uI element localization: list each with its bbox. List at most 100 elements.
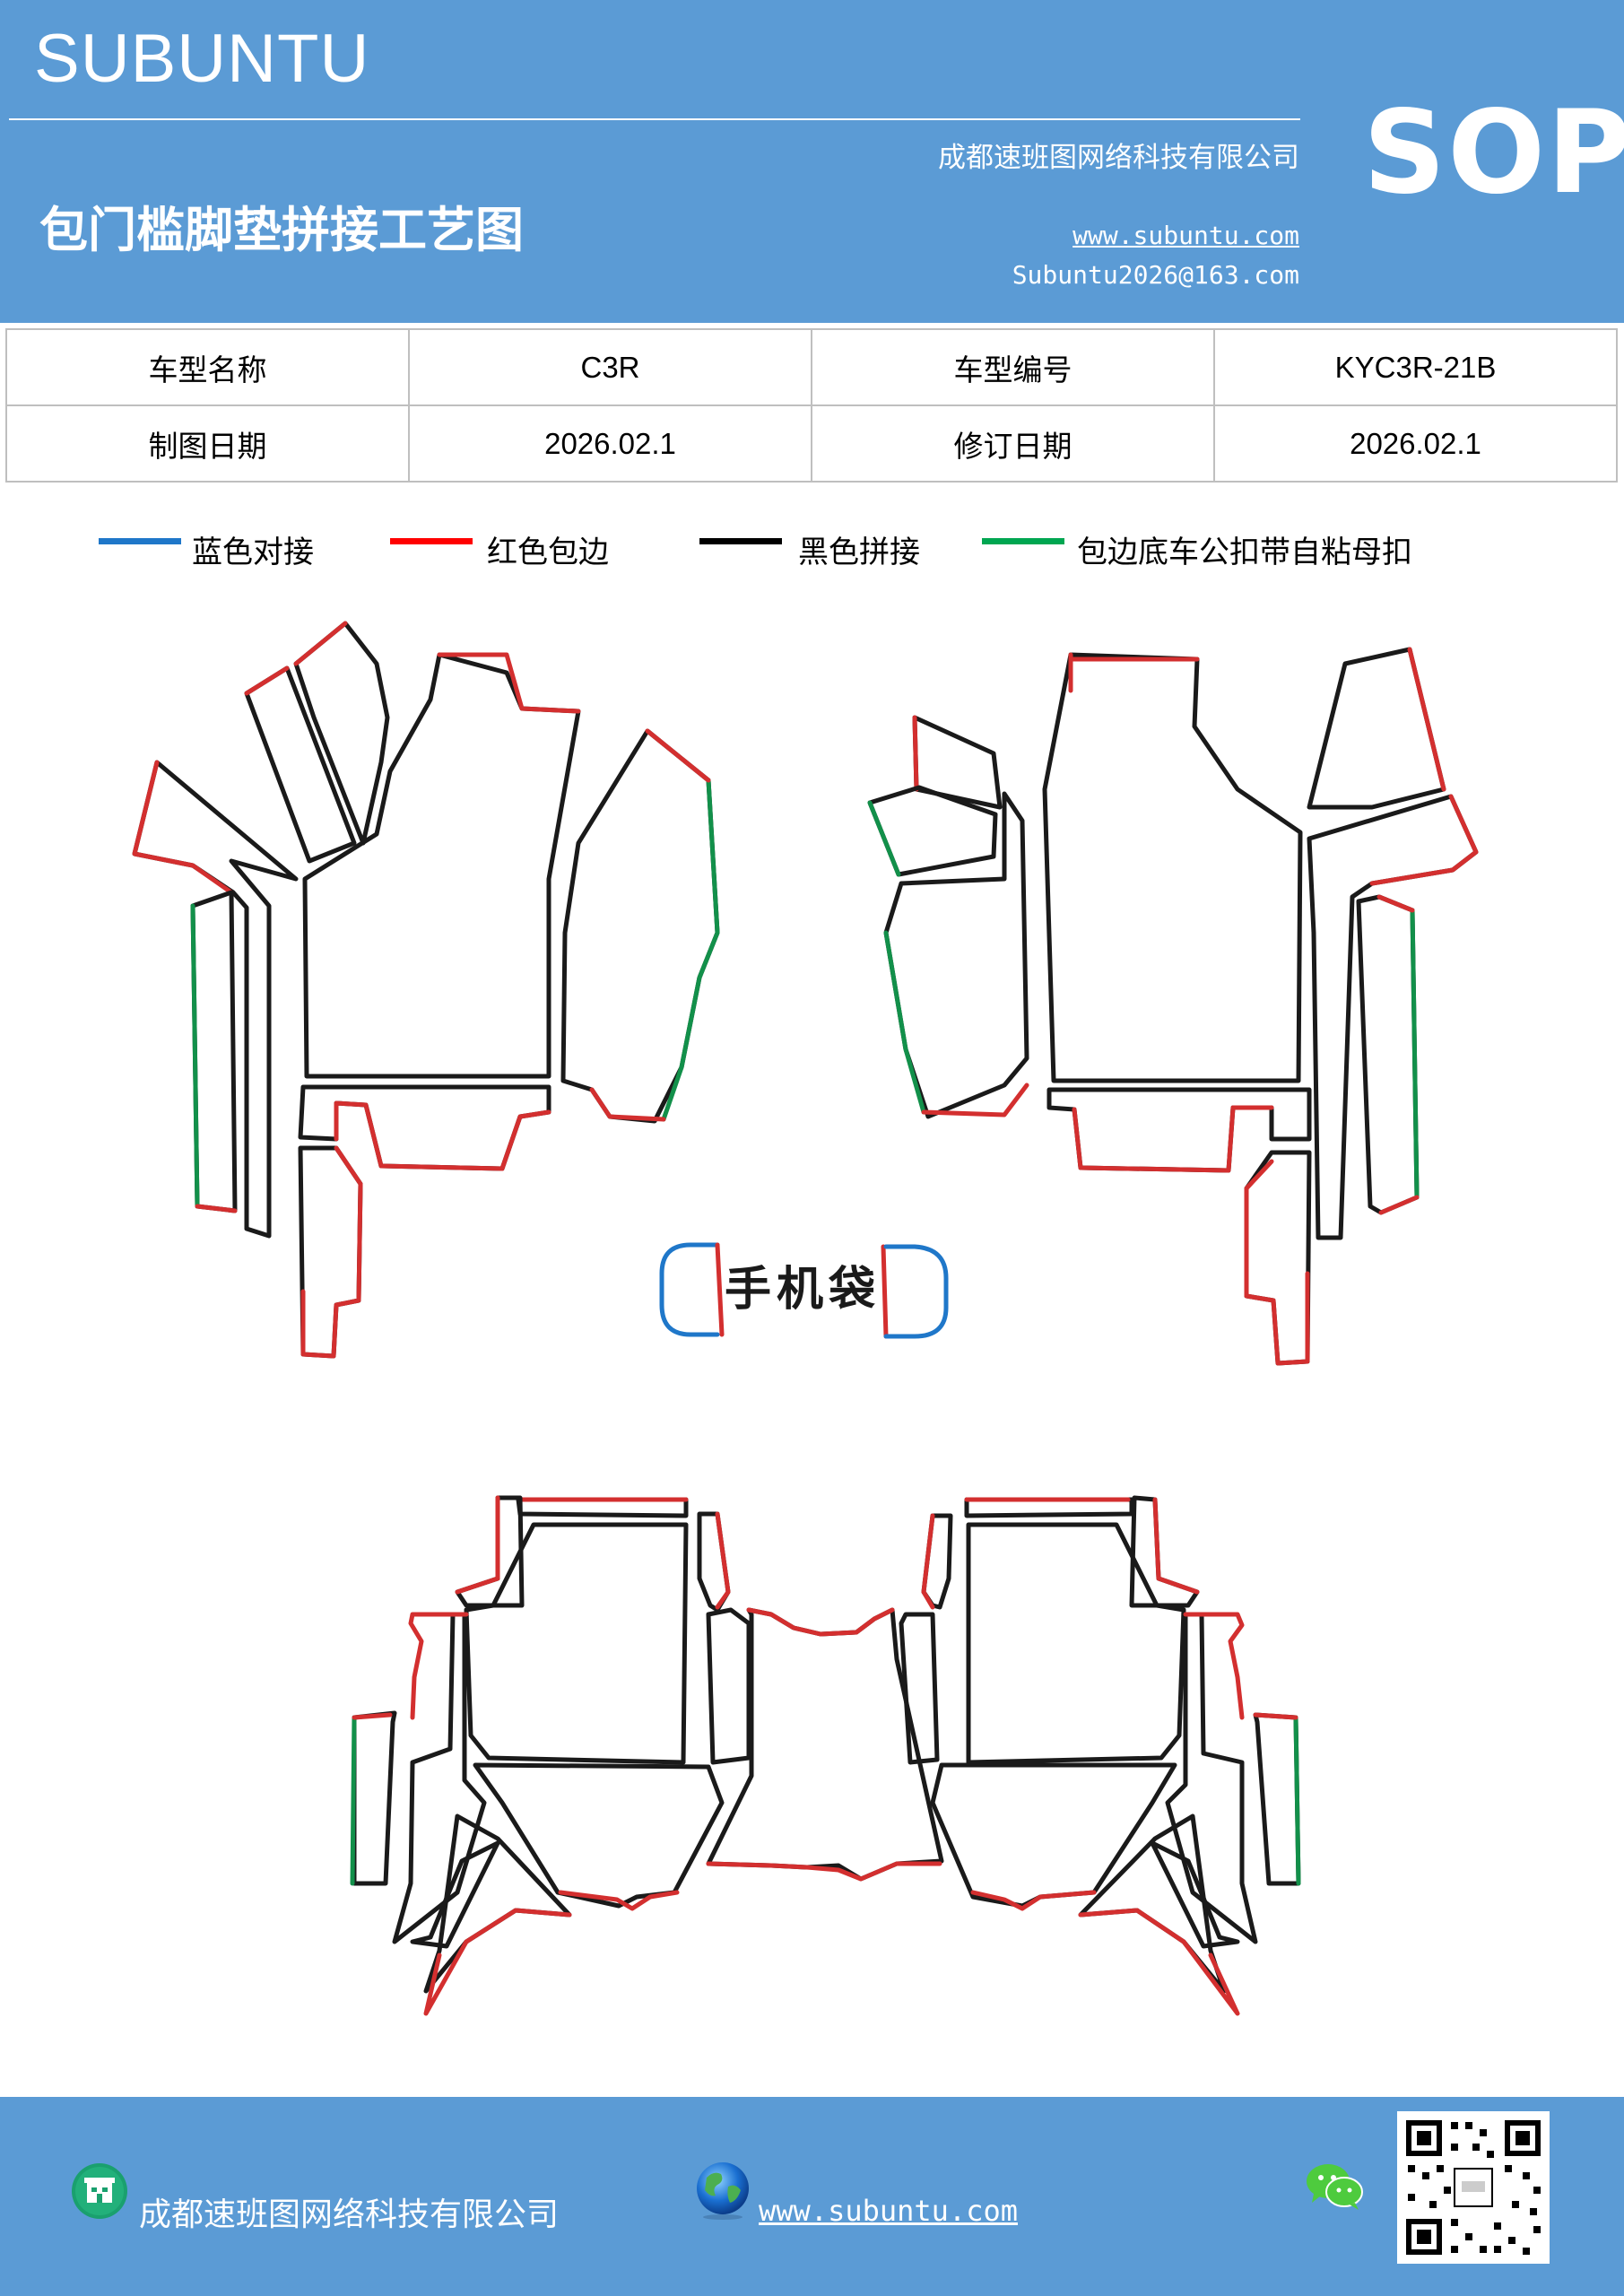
red-seam-line (558, 1890, 680, 1911)
red-seam-line (1152, 1497, 1200, 1595)
red-seam-line (912, 715, 919, 792)
phone-bag: 手机袋 (659, 1242, 949, 1339)
footer-banner: 成都速班图网络科技有限公司 www.subuntu.com (0, 2097, 1624, 2296)
black-seam-line (1356, 894, 1420, 1215)
left-front-mat (132, 621, 720, 1359)
black-seam-line (706, 1607, 944, 1882)
sop-badge: SOP (1363, 86, 1624, 220)
red-seam-line (334, 1100, 551, 1171)
black-seam-line (302, 652, 581, 1079)
company-name: 成都速班图网络科技有限公司 (938, 142, 1299, 174)
red-seam-line (1244, 1159, 1310, 1366)
red-seam-line (1369, 794, 1479, 886)
qr-code (1397, 2111, 1550, 2264)
green-seam-line (867, 800, 901, 877)
rear-left-mat (350, 1495, 751, 2016)
wechat-icon[interactable] (1305, 2161, 1364, 2212)
document-title: 包门槛脚垫拼接工艺图 (39, 201, 524, 258)
black-seam-line (560, 728, 720, 1124)
red-seam-line (921, 1513, 935, 1610)
table-cell-label: 车型名称 (5, 328, 410, 406)
red-seam-line (970, 1890, 1097, 1911)
building-icon (72, 2163, 127, 2219)
red-seam-line (195, 1204, 238, 1213)
legend-swatch (699, 538, 782, 544)
table-cell-value: KYC3R-21B (1213, 328, 1618, 406)
legend-label: 包边底车公扣带自粘母扣 (1077, 535, 1412, 570)
red-seam-line (1376, 894, 1420, 1215)
red-seam-line (408, 1612, 469, 1720)
red-seam-line (746, 1607, 895, 1637)
black-seam-line (1307, 647, 1446, 810)
black-seam-line (966, 1522, 1186, 1765)
black-seam-line (298, 1145, 363, 1359)
table-cell-value: 2026.02.1 (1213, 404, 1618, 483)
email-address[interactable]: Subuntu2026@163.com (1012, 260, 1299, 290)
red-seam-line (437, 652, 581, 714)
black-seam-line (392, 1612, 487, 1944)
website-link[interactable]: www.subuntu.com (1073, 221, 1299, 250)
black-seam-line (899, 1612, 940, 1765)
red-seam-line (455, 1495, 500, 1595)
red-seam-line (921, 1083, 1029, 1118)
rear-center-mat (706, 1607, 944, 1882)
header-banner: SUBUNTU 成都速班图网络科技有限公司 包门槛脚垫拼接工艺图 www.sub… (0, 0, 1624, 323)
black-seam-line (883, 791, 1029, 1119)
legend-swatch (390, 538, 473, 544)
red-seam-line (715, 1242, 725, 1337)
black-seam-line (964, 1497, 1134, 1518)
black-seam-line (912, 715, 1003, 810)
footer-website-link[interactable]: www.subuntu.com (759, 2194, 1018, 2228)
red-seam-line (589, 1087, 666, 1122)
green-seam-line (1410, 908, 1420, 1200)
red-seam-line (715, 1511, 731, 1610)
legend-swatch (99, 538, 181, 544)
black-seam-line (706, 1607, 751, 1765)
table-cell-label: 车型编号 (811, 328, 1215, 406)
phone-bag-label: 手机袋 (725, 1263, 881, 1317)
black-seam-line (1253, 1712, 1301, 1886)
right-front-mat (867, 647, 1479, 1366)
table-cell-value: 2026.02.1 (408, 404, 812, 483)
red-seam-line (132, 760, 234, 895)
table-cell-label: 修订日期 (811, 404, 1215, 483)
red-seam-line (293, 621, 348, 666)
red-seam-line (300, 1145, 363, 1359)
green-seam-line (1293, 1715, 1301, 1886)
table-cell-label: 制图日期 (5, 404, 410, 483)
table-row: 车型名称 C3R 车型编号 KYC3R-21B (5, 328, 1618, 406)
red-seam-line (1253, 1712, 1298, 1720)
red-seam-line (1407, 647, 1446, 792)
brand-name: SUBUNTU (34, 21, 370, 97)
red-seam-line (706, 1861, 942, 1882)
info-table: 车型名称 C3R 车型编号 KYC3R-21B 制图日期 2026.02.1 修… (5, 328, 1618, 483)
green-seam-line (883, 930, 926, 1115)
black-seam-line (1165, 1612, 1258, 1944)
rear-right-mat (899, 1495, 1301, 2016)
black-seam-line (1042, 652, 1303, 1083)
black-seam-line (132, 760, 299, 1239)
legend-swatch (982, 538, 1064, 544)
black-seam-line (190, 890, 238, 1213)
black-seam-line (516, 1497, 689, 1518)
black-seam-line (1244, 1150, 1312, 1366)
globe-icon (697, 2162, 749, 2220)
legend-label: 黑色拼接 (798, 535, 920, 570)
color-legend: 蓝色对接 红色包边 黑色拼接 包边底车公扣带自粘母扣 (0, 527, 1624, 572)
red-seam-line (423, 1908, 572, 2016)
floor-mat-diagram: 手机袋 (132, 621, 1479, 2016)
header-divider (9, 118, 1300, 120)
table-row: 制图日期 2026.02.1 修订日期 2026.02.1 (5, 404, 1618, 483)
black-seam-line (244, 665, 357, 864)
green-seam-line (190, 903, 200, 1209)
black-seam-line (1150, 1840, 1240, 1949)
legend-label: 蓝色对接 (192, 535, 314, 570)
green-seam-line (350, 1715, 357, 1886)
black-seam-line (1307, 794, 1479, 1240)
legend-label: 红色包边 (487, 535, 609, 570)
green-seam-line (661, 778, 720, 1122)
table-cell-value: C3R (408, 328, 812, 406)
red-seam-line (1068, 652, 1200, 693)
red-seam-line (352, 1712, 393, 1720)
red-seam-line (244, 665, 290, 696)
